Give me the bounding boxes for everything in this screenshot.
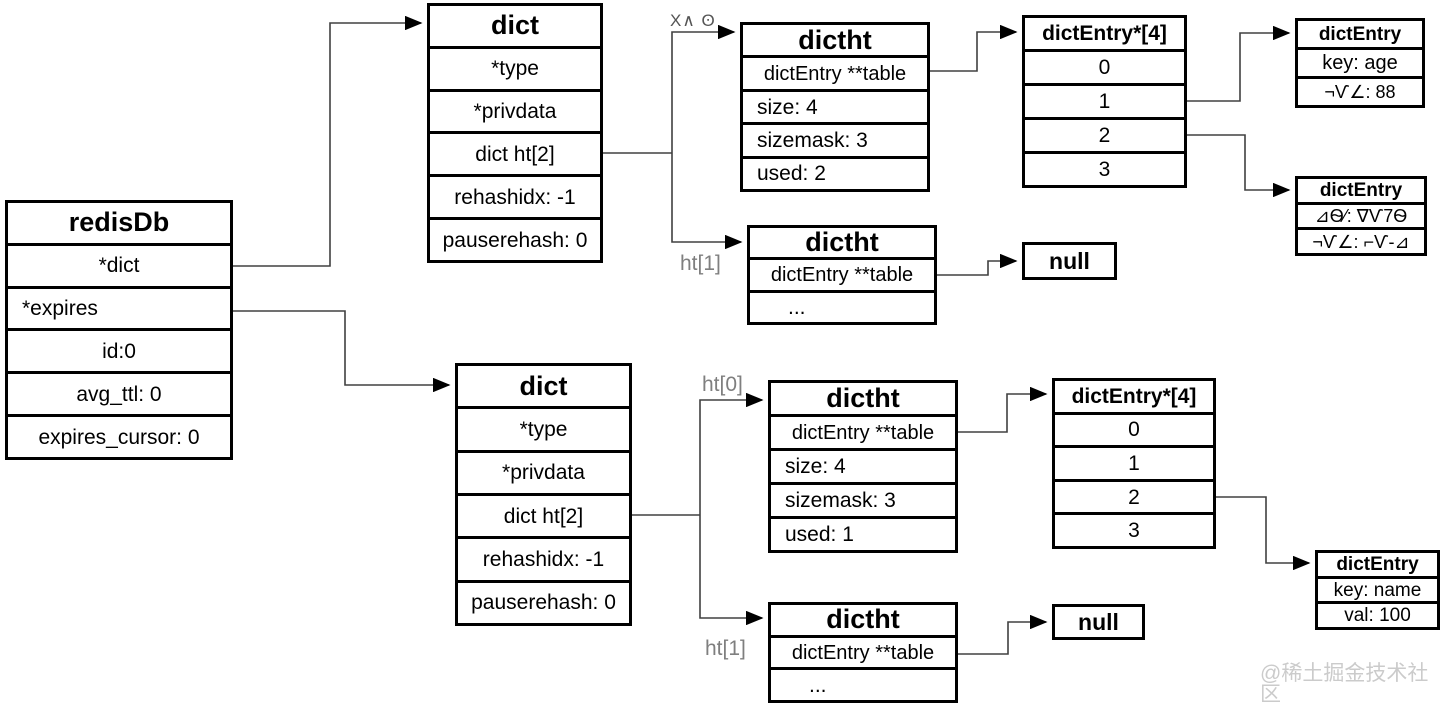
- dictht-bottom0-box: dictht dictEntry **table size: 4 sizemas…: [768, 380, 958, 553]
- label-ht1-top: ht[1]: [680, 252, 721, 275]
- label-ht0-top: X∧ ʘ: [670, 11, 716, 30]
- dict-bottom-box: dict *type *privdata dict ht[2] rehashid…: [455, 363, 632, 626]
- dictht-top1-title: dictht: [805, 227, 879, 258]
- dict-top-row-ht2: dict ht[2]: [430, 131, 600, 174]
- dict-top-box: dict *type *privdata dict ht[2] rehashid…: [427, 3, 603, 263]
- label-ht0-bottom: ht[0]: [702, 373, 743, 396]
- entry-array-top-title: dictEntry*[4]: [1042, 22, 1167, 45]
- connector-redisdb-dict-top: [233, 15, 423, 267]
- dict-bottom-row-pauserehash: pauserehash: 0: [458, 579, 629, 623]
- watermark: @稀土掘金技术社区: [1260, 662, 1429, 706]
- entry-name-title: dictEntry: [1336, 553, 1419, 575]
- redisdb-row-expirescursor: expires_cursor: 0: [8, 414, 230, 457]
- dict-bottom-title: dict: [519, 370, 568, 401]
- dictht-bottom0-row-used: used: 1: [771, 516, 955, 550]
- redisdb-row-id: id:0: [8, 328, 230, 371]
- connector-dictbottom-ht1: [699, 515, 764, 626]
- entry-age-box: dictEntry key: age ¬Ѵ∠: 88: [1295, 18, 1425, 108]
- entry-name-box: dictEntry key: name val: 100: [1315, 550, 1440, 630]
- null-bottom-box: null: [1052, 604, 1145, 640]
- entry-array-top-box: dictEntry*[4] 0 1 2 3: [1022, 15, 1187, 188]
- entry-array-top-slot-2: 2: [1025, 117, 1184, 151]
- connector-dicttop-ht1: [671, 153, 743, 250]
- dict-top-title: dict: [490, 10, 539, 41]
- null-top-label: null: [1049, 247, 1090, 274]
- entry-age-title: dictEntry: [1318, 23, 1402, 45]
- connector-dictht-top0-table: [930, 24, 1018, 72]
- dictht-top1-row-table: dictEntry **table: [750, 257, 934, 289]
- entry-array-bottom-slot-1: 1: [1055, 445, 1213, 479]
- dict-top-row-type: *type: [430, 45, 600, 89]
- dict-top-row-pauserehash: pauserehash: 0: [430, 217, 600, 260]
- redisdb-box: redisDb *dict *expires id:0 avg_ttl: 0 e…: [5, 200, 233, 460]
- dictht-bottom0-row-sizemask: sizemask: 3: [771, 482, 955, 516]
- entry-array-bottom-title: dictEntry*[4]: [1071, 384, 1197, 408]
- entry-name-row-val: val: 100: [1318, 601, 1437, 627]
- dict-top-row-rehashidx: rehashidx: -1: [430, 174, 600, 217]
- connector-dictbottom-ht0: [699, 392, 764, 515]
- dictht-bottom1-row-dots: ...: [771, 667, 955, 700]
- connector-arraytop-slot1-entry: [1186, 25, 1291, 102]
- entry-garbled-title: dictEntry: [1319, 179, 1403, 201]
- dict-bottom-row-rehashidx: rehashidx: -1: [458, 536, 629, 579]
- entry-array-bottom-slot-2: 2: [1055, 478, 1213, 513]
- entry-array-bottom-slot-3: 3: [1055, 512, 1213, 546]
- entry-array-top-slot-0: 0: [1025, 49, 1184, 83]
- dictht-bottom0-title: dictht: [826, 383, 900, 413]
- connector-arraytop-slot2-entry: [1186, 134, 1291, 198]
- dict-bottom-row-ht2: dict ht[2]: [458, 492, 629, 536]
- entry-name-row-key: key: name: [1318, 575, 1437, 602]
- dictht-top0-row-size: size: 4: [743, 88, 927, 122]
- dictht-top1-box: dictht dictEntry **table ...: [747, 225, 937, 325]
- connector-dicttop-ht0: [671, 24, 736, 153]
- dictht-top1-row-dots: ...: [750, 289, 934, 322]
- entry-garbled-box: dictEntry ⊿Ѳ⁄: ∇Ѵ7Ѳ ¬Ѵ∠: ⌐Ѵ-⊿: [1295, 176, 1427, 256]
- dictht-top0-row-used: used: 2: [743, 155, 927, 189]
- redisdb-row-expires: *expires: [8, 285, 230, 329]
- null-bottom-label: null: [1078, 608, 1119, 635]
- entry-age-row-key: key: age: [1298, 47, 1422, 76]
- entry-garbled-row-key: ⊿Ѳ⁄: ∇Ѵ7Ѳ: [1298, 201, 1424, 228]
- dictht-top0-box: dictht dictEntry **table size: 4 sizemas…: [740, 22, 930, 192]
- dictht-top0-row-sizemask: sizemask: 3: [743, 122, 927, 155]
- entry-array-top-slot-3: 3: [1025, 151, 1184, 185]
- redisdb-row-avgttl: avg_ttl: 0: [8, 371, 230, 414]
- dictht-top0-title: dictht: [798, 24, 872, 55]
- entry-garbled-row-val: ¬Ѵ∠: ⌐Ѵ-⊿: [1298, 227, 1424, 253]
- null-top-box: null: [1022, 242, 1117, 280]
- dict-top-row-privdata: *privdata: [430, 88, 600, 132]
- connector-dictht-top1-null: [937, 253, 1018, 276]
- entry-array-bottom-box: dictEntry*[4] 0 1 2 3: [1052, 378, 1216, 549]
- entry-array-top-slot-1: 1: [1025, 83, 1184, 117]
- connector-arraybottom-slot2-entry: [1216, 496, 1311, 571]
- dictht-bottom1-box: dictht dictEntry **table ...: [768, 602, 958, 703]
- entry-age-row-val: ¬Ѵ∠: 88: [1298, 76, 1422, 105]
- dictht-bottom1-row-table: dictEntry **table: [771, 634, 955, 668]
- redisdb-row-dict: *dict: [8, 242, 230, 286]
- connector-dictht-bottom1-null: [958, 614, 1048, 655]
- dict-bottom-row-privdata: *privdata: [458, 449, 629, 493]
- label-ht1-bottom: ht[1]: [705, 637, 746, 660]
- dictht-top0-row-table: dictEntry **table: [743, 55, 927, 88]
- entry-array-bottom-slot-0: 0: [1055, 411, 1213, 446]
- dict-bottom-row-type: *type: [458, 406, 629, 449]
- dictht-bottom0-row-size: size: 4: [771, 448, 955, 482]
- redisdb-title: redisDb: [68, 207, 170, 238]
- dictht-bottom1-title: dictht: [826, 604, 900, 635]
- connector-dictht-bottom0-table: [958, 386, 1048, 433]
- dictht-bottom0-row-table: dictEntry **table: [771, 414, 955, 448]
- connector-redisdb-dict-bottom: [233, 310, 451, 393]
